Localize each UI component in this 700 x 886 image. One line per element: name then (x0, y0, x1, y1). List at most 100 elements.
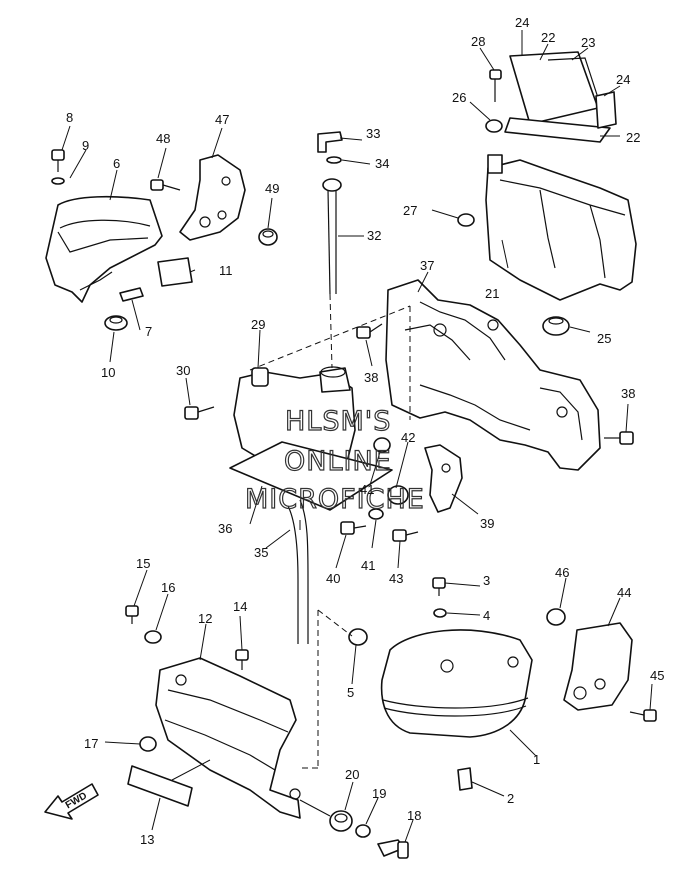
callout-46: 46 (555, 565, 569, 580)
bolt-part-48[interactable] (150, 179, 181, 191)
callout-29: 29 (251, 317, 265, 332)
callout-48: 48 (156, 131, 170, 146)
callout-17: 17 (84, 736, 98, 751)
bracket-part-47[interactable] (179, 154, 246, 241)
hose-part-35[interactable] (287, 499, 309, 644)
bolt-part-14[interactable] (235, 649, 249, 670)
bolt-part-28[interactable] (489, 69, 502, 102)
grommet-part-5[interactable] (348, 628, 368, 646)
callout-25: 25 (597, 331, 611, 346)
watermark: HLSM'S ONLINE MICROFICHE (244, 405, 425, 515)
watermark-line-1: HLSM'S (285, 406, 391, 437)
grommet-part-25[interactable] (542, 316, 570, 336)
callout-15: 15 (136, 556, 150, 571)
callout-22b: 22 (626, 130, 640, 145)
callout-5: 5 (347, 685, 354, 700)
watermark-line-3: MICROFICHE (245, 484, 425, 515)
tube-part-32[interactable] (322, 178, 342, 295)
grommet-part-41a[interactable] (373, 437, 391, 453)
callout-24a: 24 (515, 15, 529, 30)
grommet-part-17[interactable] (139, 736, 157, 752)
callout-10: 10 (101, 365, 115, 380)
grommet-part-42[interactable] (387, 485, 409, 505)
pad-part-22-23-24[interactable] (504, 51, 617, 143)
callout-47: 47 (215, 112, 229, 127)
callout-38b: 38 (621, 386, 635, 401)
callout-28: 28 (471, 34, 485, 49)
callout-32: 32 (367, 228, 381, 243)
clip-part-34[interactable] (326, 156, 342, 164)
bolt-part-38a[interactable] (356, 323, 383, 339)
watermark-line-2: ONLINE (284, 446, 392, 477)
washer-part-4[interactable] (433, 608, 447, 618)
callout-34: 34 (375, 156, 389, 171)
bolt-part-40[interactable] (340, 521, 367, 535)
grommet-part-46[interactable] (546, 608, 566, 626)
bracket-part-39[interactable] (424, 444, 463, 513)
grommet-part-26[interactable] (485, 119, 503, 133)
hose-fitting-part-33[interactable] (317, 131, 343, 153)
callout-22a: 22 (541, 30, 555, 45)
tab-part-2[interactable] (457, 767, 473, 791)
leader-lines (61, 30, 653, 843)
grommet-part-49[interactable] (258, 228, 278, 246)
callout-38a: 38 (364, 370, 378, 385)
panel-part-12[interactable] (155, 657, 301, 819)
callout-27: 27 (403, 203, 417, 218)
battery-box-part-21[interactable] (485, 154, 637, 301)
callout-8: 8 (66, 110, 73, 125)
callout-33: 33 (366, 126, 380, 141)
washer-part-16[interactable] (144, 630, 162, 644)
callout-23: 23 (581, 35, 595, 50)
callout-39: 39 (480, 516, 494, 531)
fwd-arrow-icon: FWD (44, 783, 99, 820)
callout-labels: 8 9 6 11 7 10 48 47 49 33 34 32 29 30 38… (66, 15, 664, 847)
callout-14: 14 (233, 599, 247, 614)
callout-42: 42 (401, 430, 415, 445)
callout-21: 21 (485, 286, 499, 301)
grommet-part-10[interactable] (104, 315, 128, 331)
callout-19: 19 (372, 786, 386, 801)
callout-1: 1 (533, 752, 540, 767)
callout-40: 40 (326, 571, 340, 586)
callout-37: 37 (420, 258, 434, 273)
washer-part-9[interactable] (51, 177, 65, 185)
callout-49: 49 (265, 181, 279, 196)
callout-16: 16 (161, 580, 175, 595)
base-plate-part-36[interactable] (229, 441, 393, 511)
bolt-part-15[interactable] (125, 605, 139, 624)
bolt-part-30[interactable] (184, 406, 215, 420)
bolt-part-45[interactable] (629, 709, 657, 722)
callout-24b: 24 (616, 72, 630, 87)
collar-part-19[interactable] (355, 824, 371, 838)
bolt-part-3[interactable] (432, 577, 446, 596)
callout-6: 6 (113, 156, 120, 171)
callout-3: 3 (483, 573, 490, 588)
callout-35: 35 (254, 545, 268, 560)
callout-4: 4 (483, 608, 490, 623)
callout-2: 2 (507, 791, 514, 806)
cover-part-6[interactable] (45, 195, 163, 303)
plate-part-13[interactable] (127, 765, 193, 807)
callout-36: 36 (218, 521, 232, 536)
callout-41a: 41 (360, 482, 374, 497)
side-cover-part-1[interactable] (380, 629, 533, 738)
nut-part-27[interactable] (457, 213, 475, 227)
callout-18: 18 (407, 808, 421, 823)
grommet-part-20[interactable] (329, 810, 353, 832)
callout-26: 26 (452, 90, 466, 105)
callout-41b: 41 (361, 558, 375, 573)
bolt-part-8[interactable] (51, 149, 65, 172)
washer-part-41b[interactable] (368, 508, 384, 520)
cover-part-44[interactable] (563, 622, 633, 711)
callout-44: 44 (617, 585, 631, 600)
frame-bracket-part-37[interactable] (385, 279, 601, 471)
callout-12: 12 (198, 611, 212, 626)
clip-part-7[interactable] (119, 287, 144, 302)
pad-part-11[interactable] (157, 257, 193, 287)
bolt-part-18[interactable] (377, 839, 409, 859)
bolt-part-43[interactable] (392, 529, 419, 542)
callout-43: 43 (389, 571, 403, 586)
bolt-part-38b[interactable] (604, 431, 634, 445)
